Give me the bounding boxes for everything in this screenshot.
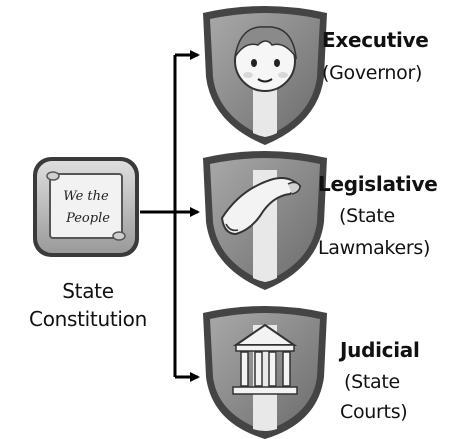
judicial-subtitle-line1: (State — [344, 371, 400, 393]
constitution-text-line1: We the — [63, 189, 109, 204]
legislative-title: Legislative — [318, 172, 438, 196]
executive-shield — [203, 6, 327, 145]
constitution-icon: We the People — [33, 157, 139, 257]
judicial-title: Judicial — [340, 338, 420, 362]
legislative-subtitle-line1: (State — [339, 205, 395, 227]
root-label: State Constitution — [14, 277, 162, 333]
executive-subtitle: (Governor) — [322, 62, 423, 84]
constitution-text-line2: People — [65, 211, 110, 226]
judicial-subtitle-line2: Courts) — [340, 401, 408, 423]
root-label-line2: Constitution — [29, 307, 147, 331]
judicial-shield — [203, 306, 327, 439]
root-label-line1: State — [62, 279, 114, 303]
scroll-icon — [220, 177, 302, 236]
legislative-subtitle-line2: Lawmakers) — [318, 237, 431, 259]
connector-lines — [140, 50, 200, 382]
courthouse-icon — [232, 323, 298, 395]
face-icon — [234, 26, 298, 92]
executive-title: Executive — [322, 28, 429, 52]
legislative-shield — [203, 151, 327, 290]
